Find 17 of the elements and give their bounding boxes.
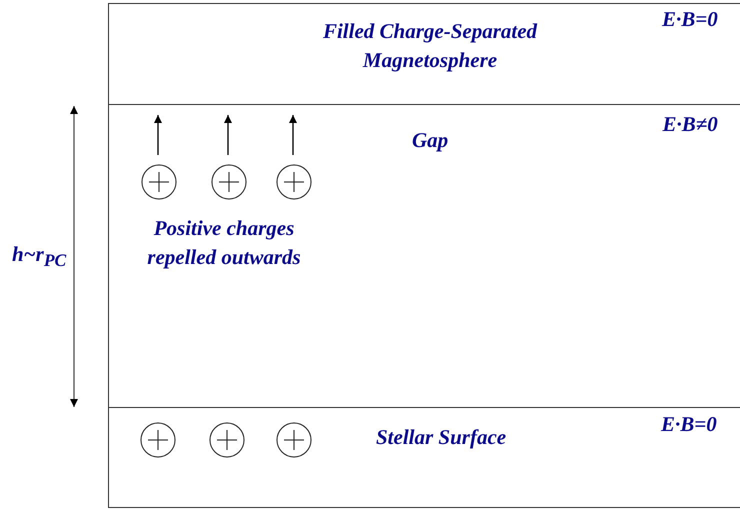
- region-band: [108, 407, 740, 508]
- positive-charge-symbol: [209, 422, 245, 458]
- field-condition-label: E·B≠0: [662, 111, 718, 138]
- positive-charge-symbol: [276, 164, 312, 200]
- field-condition-label: E·B=0: [661, 411, 717, 438]
- region-label: Stellar Surface: [376, 424, 506, 451]
- positive-charge-symbol: [211, 164, 247, 200]
- region-label: Filled Charge-Separated Magnetosphere: [322, 18, 538, 74]
- dimension-label: h~r$_{PC}$: [12, 241, 66, 272]
- field-condition-label: E·B=0: [662, 6, 718, 33]
- positive-charge-symbol: [140, 422, 176, 458]
- region-band: [108, 3, 740, 105]
- region-band: [108, 104, 740, 408]
- description-text: Positive charges repelled outwards: [146, 215, 302, 271]
- region-label: Gap: [412, 127, 448, 154]
- positive-charge-symbol: [276, 422, 312, 458]
- positive-charge-symbol: [141, 164, 177, 200]
